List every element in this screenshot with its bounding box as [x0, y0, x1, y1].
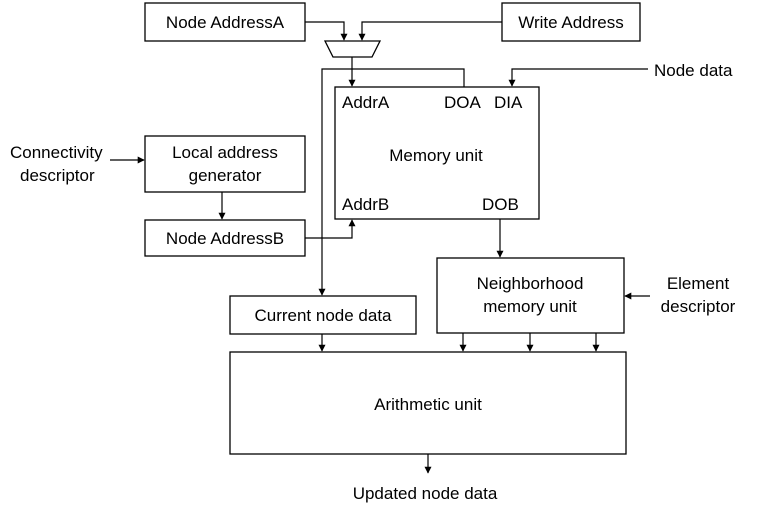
local-address-generator-label-line2: generator [189, 166, 262, 185]
wire-node-address-b-to-addrb [305, 219, 356, 239]
connectivity-descriptor-label-line1: Connectivity [10, 143, 103, 162]
local-address-generator-box [144, 135, 306, 193]
write-address-box [501, 2, 641, 42]
memory-unit-port-dob: DOB [482, 195, 519, 214]
element-descriptor-label-line1: Element [667, 274, 730, 293]
memory-unit-title: Memory unit [389, 146, 483, 165]
memory-unit-port-addrb: AddrB [342, 195, 389, 214]
neighborhood-memory-unit-label-line1: Neighborhood [477, 274, 584, 293]
current-node-data-box [229, 295, 417, 335]
memory-unit-port-addra: AddrA [342, 93, 390, 112]
node-address-a-box [144, 2, 306, 42]
memory-unit-box [334, 86, 540, 220]
memory-unit-port-doa: DOA [444, 93, 482, 112]
neighborhood-memory-unit-box [436, 257, 625, 334]
wire-doa-to-current-node-data [318, 68, 465, 296]
connectivity-descriptor-label-line2: descriptor [20, 166, 95, 185]
current-node-data-label: Current node data [254, 306, 392, 325]
node-data-input-label: Node data [654, 61, 733, 80]
local-address-generator-label-line1: Local address [172, 143, 278, 162]
wire-node-address-a-to-mux [305, 21, 348, 41]
element-descriptor-label-line2: descriptor [661, 297, 736, 316]
address-multiplexer [323, 40, 382, 58]
node-address-a-label: Node AddressA [166, 13, 285, 32]
arithmetic-unit-label: Arithmetic unit [374, 395, 482, 414]
updated-node-data-label: Updated node data [353, 484, 498, 503]
wire-node-data-to-dia [508, 68, 648, 87]
memory-unit-port-dia: DIA [494, 93, 523, 112]
neighborhood-memory-unit-label-line2: memory unit [483, 297, 577, 316]
node-address-b-box [144, 219, 306, 257]
write-address-label: Write Address [518, 13, 624, 32]
node-address-b-label: Node AddressB [166, 229, 284, 248]
wire-write-address-to-mux [358, 21, 502, 41]
